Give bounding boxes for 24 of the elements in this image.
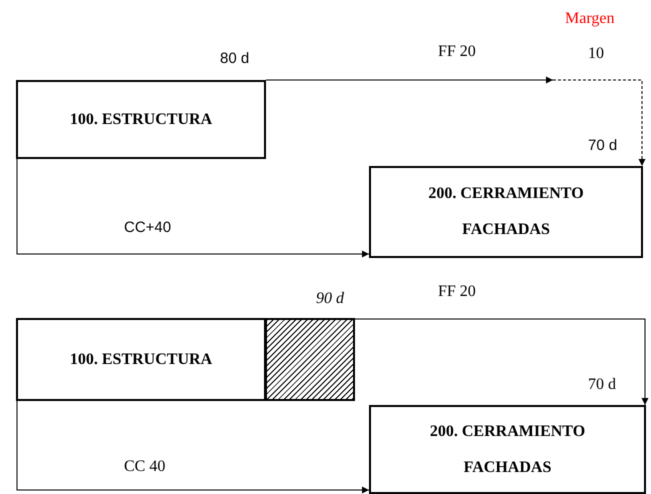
- duration-label: 70 d: [588, 376, 616, 394]
- task-name: 100. ESTRUCTURA: [68, 350, 214, 370]
- arrow: [266, 76, 554, 84]
- task-box: [369, 166, 643, 258]
- task-box: [16, 80, 266, 159]
- duration-label: 80 d: [220, 51, 250, 68]
- arrow: [16, 158, 370, 258]
- task-name: 200. CERRAMIENTO FACHADAS: [427, 184, 585, 240]
- edge-label: FF 20: [438, 283, 476, 301]
- arrow: [16, 400, 370, 494]
- task-box: [16, 318, 266, 401]
- edge-label: CC+40: [124, 220, 172, 236]
- edge-label: CC 40: [124, 458, 166, 476]
- arrow: [552, 80, 646, 166]
- task-name: 100. ESTRUCTURA: [68, 110, 214, 130]
- arrow: [354, 318, 648, 406]
- margin-value: 10: [588, 45, 604, 63]
- task-name: 200. CERRAMIENTO FACHADAS: [428, 422, 586, 478]
- edge-label: FF 20: [438, 43, 476, 61]
- hatched-box: [265, 318, 355, 401]
- duration-label: 70 d: [588, 138, 618, 154]
- duration-label: 90 d: [316, 290, 344, 308]
- task-box: [369, 405, 646, 494]
- margin-label: Margen: [565, 10, 614, 28]
